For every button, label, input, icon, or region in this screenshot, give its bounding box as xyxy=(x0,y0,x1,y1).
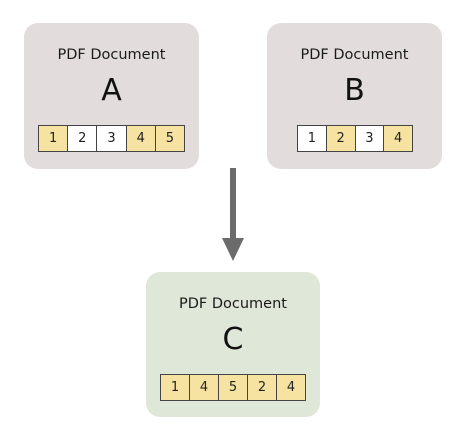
page-cell: 1 xyxy=(298,126,327,151)
page-cell: 1 xyxy=(161,375,190,400)
page-cell: 5 xyxy=(155,126,185,151)
page-cell: 4 xyxy=(190,375,219,400)
page-cell: 1 xyxy=(39,126,69,151)
document-c-letter: C xyxy=(222,322,244,357)
document-c-title: PDF Document xyxy=(179,296,287,312)
document-a-letter: A xyxy=(101,73,122,108)
page-cell: 3 xyxy=(97,126,127,151)
page-cell: 4 xyxy=(126,126,156,151)
page-cell: 2 xyxy=(68,126,98,151)
document-b-letter: B xyxy=(344,73,365,108)
page-cell: 2 xyxy=(326,126,356,151)
merge-arrow-head xyxy=(222,238,244,261)
page-cell: 3 xyxy=(355,126,385,151)
document-b-title: PDF Document xyxy=(300,47,409,63)
page-cell: 2 xyxy=(248,375,277,400)
merge-arrow-shaft xyxy=(230,168,236,240)
document-a-title: PDF Document xyxy=(57,47,166,63)
page-cell: 4 xyxy=(277,375,305,400)
merge-arrow xyxy=(222,168,244,261)
page-cell: 5 xyxy=(219,375,248,400)
page-cell: 4 xyxy=(384,126,412,151)
